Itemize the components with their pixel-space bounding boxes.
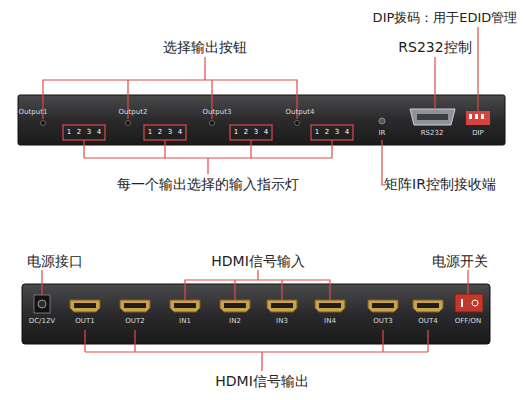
switch-mark (461, 299, 463, 307)
hdmi-port (170, 300, 200, 312)
output-button (210, 121, 215, 126)
leader-line (84, 140, 332, 174)
button-number: 2 (325, 129, 329, 137)
button-number: 4 (345, 129, 349, 137)
ir-sensor (379, 118, 385, 124)
callout-text: DIP拨码：用于EDID管理 (373, 11, 518, 25)
button-number: 3 (335, 129, 339, 137)
dip-switch (466, 111, 490, 125)
callout-text: HDMI信号输入 (211, 254, 305, 269)
leader-line (41, 270, 42, 295)
callout-text: 矩阵IR控制接收端 (384, 177, 496, 192)
hdmi-port (267, 300, 297, 312)
button-number: 1 (315, 129, 319, 137)
dip-lever (481, 114, 484, 119)
indicator-group (311, 125, 353, 140)
port-label: DC/12V (29, 318, 55, 326)
leader-line (43, 57, 297, 119)
button-number: 4 (97, 129, 101, 137)
rs232-port (410, 109, 455, 125)
hdmi-port (368, 300, 398, 312)
leader-line (185, 270, 330, 300)
callout-text: 选择输出按钮 (163, 40, 247, 55)
indicator-group (144, 125, 186, 140)
output-button (41, 121, 46, 126)
leader-line (85, 330, 428, 371)
hdmi-port (315, 300, 345, 312)
callout-text: 电源接口 (27, 254, 83, 269)
button-number: 1 (234, 129, 238, 137)
panel-label: Output2 (119, 109, 148, 117)
button-number: 4 (264, 129, 268, 137)
panel-label: Output3 (203, 109, 232, 117)
port-label: OUT2 (125, 318, 144, 326)
hdmi-port (413, 300, 443, 312)
callout-text: RS232控制 (398, 40, 471, 55)
leader-line (477, 27, 478, 111)
power-switch (455, 294, 483, 312)
port-label: OUT4 (418, 318, 437, 326)
indicator-group (63, 125, 105, 140)
dc-jack (34, 295, 50, 313)
port-label: OUT1 (75, 318, 94, 326)
callout-text: HDMI信号输出 (215, 374, 309, 389)
output-button (295, 121, 300, 126)
hdmi-port (120, 300, 150, 312)
hdmi-port (70, 300, 100, 312)
leader-line (467, 270, 468, 294)
button-number: 1 (67, 129, 71, 137)
port-label: OFF/ON (455, 318, 482, 326)
port-label: IN4 (324, 318, 336, 326)
callout-text: 电源开关 (432, 254, 488, 269)
port-label: OUT3 (373, 318, 392, 326)
button-number: 4 (178, 129, 182, 137)
panel-label: Output1 (19, 109, 48, 117)
button-number: 3 (168, 129, 172, 137)
button-number: 3 (254, 129, 258, 137)
panel-label: IR (379, 130, 386, 138)
callout-text: 每一个输出选择的输入指示灯 (117, 177, 299, 192)
dip-lever (475, 114, 478, 119)
port-label: IN2 (229, 318, 241, 326)
button-number: 3 (87, 129, 91, 137)
hdmi-port (220, 300, 250, 312)
button-number: 2 (158, 129, 162, 137)
button-number: 2 (244, 129, 248, 137)
back-panel (22, 284, 490, 344)
dc-jack-pin (38, 300, 46, 308)
button-number: 1 (148, 129, 152, 137)
panel-label: DIP (472, 130, 484, 138)
leader-line (434, 57, 435, 109)
output-button (126, 121, 131, 126)
indicator-group (230, 125, 272, 140)
switch-mark (472, 300, 478, 306)
rs232-pins (417, 114, 448, 120)
port-label: IN3 (276, 318, 288, 326)
panel-label: Output4 (286, 109, 315, 117)
button-number: 2 (77, 129, 81, 137)
panel-label: RS232 (421, 130, 444, 138)
port-label: IN1 (179, 318, 191, 326)
dip-lever (469, 114, 472, 119)
front-panel (18, 95, 505, 145)
